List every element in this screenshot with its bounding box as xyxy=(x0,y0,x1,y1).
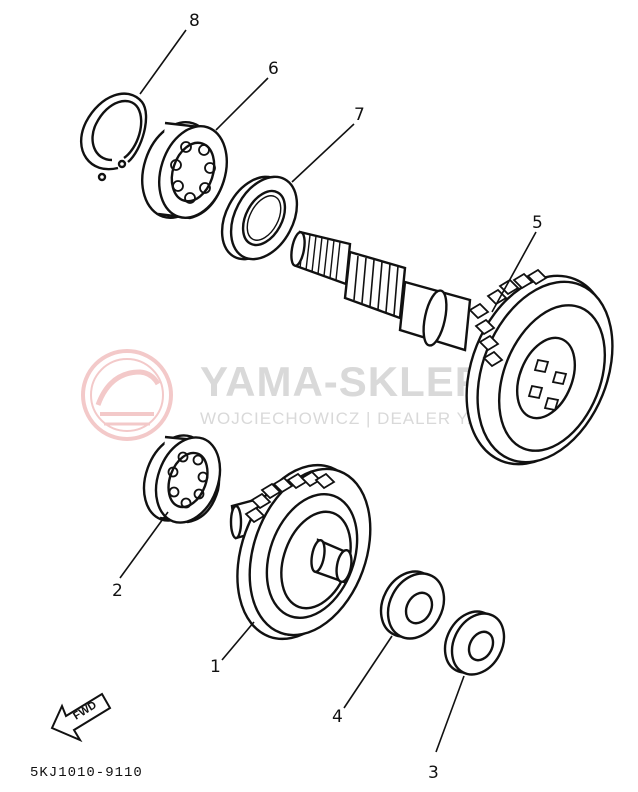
callout-1: 1 xyxy=(210,657,221,677)
part-4-washer xyxy=(379,570,446,640)
callout-8: 8 xyxy=(189,11,200,31)
part-3-washer xyxy=(443,610,506,676)
watermark-subtitle: WOJCIECHOWICZ | DEALER YAMAHA xyxy=(200,409,533,428)
callout-7: 7 xyxy=(354,105,365,125)
leader-line-1 xyxy=(221,621,255,661)
part-5-output-shaft xyxy=(290,230,614,466)
leader-line-3 xyxy=(435,675,465,753)
part-2-bearing xyxy=(142,434,222,524)
callout-3: 3 xyxy=(428,763,439,783)
leader-lines xyxy=(119,29,537,753)
fwd-arrow-icon: FWD xyxy=(50,692,112,743)
part-7-oil-seal xyxy=(220,175,299,261)
part-6-bearing xyxy=(141,121,228,220)
part-8-circlip xyxy=(80,92,148,182)
part-1-drive-gear xyxy=(229,463,372,641)
leader-line-4 xyxy=(343,635,393,709)
watermark: YAMA-SKLEP WOJCIECHOWICZ | DEALER YAMAHA xyxy=(81,349,533,441)
callout-5: 5 xyxy=(532,213,543,233)
callout-2: 2 xyxy=(112,581,123,601)
leader-line-5 xyxy=(491,231,537,313)
callout-6: 6 xyxy=(268,59,279,79)
leader-line-6 xyxy=(215,77,269,131)
watermark-title: YAMA-SKLEP xyxy=(200,358,484,405)
leader-line-7 xyxy=(291,123,355,183)
leader-line-8 xyxy=(139,29,187,95)
watermark-logo xyxy=(81,349,173,441)
callout-4: 4 xyxy=(332,707,343,727)
leader-line-2 xyxy=(119,511,169,579)
reference-code: 5KJ1010-9110 xyxy=(30,765,143,781)
